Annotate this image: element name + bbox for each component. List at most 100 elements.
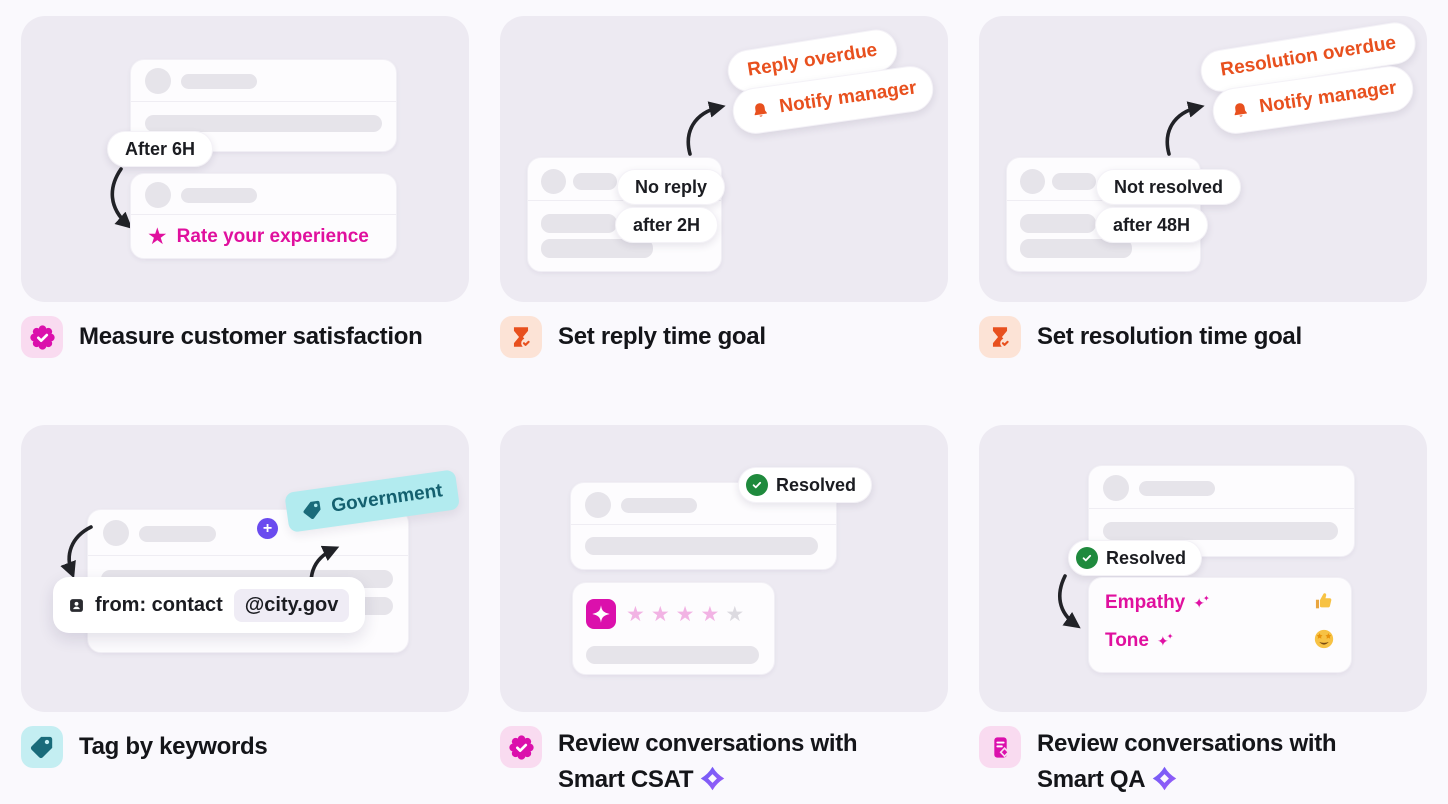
star-2: ★ (650, 603, 670, 626)
tag-chip: Government (284, 469, 461, 533)
plus-icon: + (262, 519, 273, 537)
csat-stars: ★★★★★ (626, 604, 744, 625)
bell-icon (1228, 98, 1252, 122)
hourglass-check-icon (500, 316, 542, 358)
feature-title: Review conversations with Smart QA (1037, 726, 1337, 798)
metric-label-empathy: Empathy (1105, 592, 1186, 613)
keyword-filter-pill: from: contact @city.gov (53, 577, 366, 633)
thumbs-up-emoji (1313, 590, 1335, 612)
feature-title-line2: Smart CSAT (558, 766, 694, 793)
feature-title: Set reply time goal (558, 323, 766, 350)
text-placeholder (1020, 239, 1132, 258)
avatar (145, 182, 171, 208)
delay-badge-label: After 6H (125, 138, 196, 159)
divider (131, 214, 396, 215)
text-placeholder (1020, 214, 1096, 233)
avatar (145, 68, 171, 94)
feature-tile-tag-keywords[interactable]: + Government fr (21, 425, 469, 804)
delay-badge-label: after 48H (1113, 214, 1191, 235)
tag-icon (300, 498, 324, 522)
illustration-smart-csat: Resolved ★★★★★ (500, 425, 948, 712)
status-badge-label: Not resolved (1114, 176, 1224, 197)
badge-check-icon (21, 316, 63, 358)
avatar (103, 520, 129, 546)
csat-rating-card: ★★★★★ (572, 582, 775, 675)
sparkle-icon: ✦✦ (1156, 631, 1174, 649)
badge-check-icon (500, 726, 542, 768)
status-badge: Not resolved (1096, 169, 1242, 205)
text-placeholder (541, 239, 653, 258)
feature-title-line1: Review conversations with (558, 730, 858, 757)
feature-tile-smart-csat[interactable]: Resolved ★★★★★ (500, 425, 948, 804)
resolved-badge: Resolved (1068, 540, 1203, 576)
delay-badge: After 6H (107, 131, 214, 167)
resolved-label: Resolved (1106, 547, 1187, 568)
avatar (1020, 169, 1045, 194)
contact-card-icon (69, 598, 84, 613)
arrow-up-icon (1165, 101, 1205, 156)
text-placeholder (181, 74, 257, 89)
arrow-up-icon (686, 101, 726, 156)
filter-value-chip: @city.gov (233, 588, 350, 622)
chat-mock-card: ★ Rate your experience (130, 173, 397, 259)
filter-prefix-label: from: contact (95, 593, 223, 616)
star-1: ★ (626, 603, 645, 626)
metric-label-tone: Tone (1105, 630, 1149, 651)
illustration-csat-survey: After 6H ★ Rate your experience (21, 16, 469, 302)
arrow-down-icon (110, 167, 133, 229)
star-icon: ★ (147, 223, 168, 249)
avatar (1103, 475, 1129, 501)
feature-title: Review conversations with Smart CSAT (558, 726, 858, 798)
sparkle-icon: ✦✦ (1193, 593, 1210, 611)
feature-tile-resolution-time[interactable]: Not resolved after 48H Resolution overdu… (979, 16, 1427, 380)
check-circle-icon (746, 474, 768, 496)
check-circle-icon (1076, 547, 1098, 569)
feature-tile-reply-time[interactable]: No reply after 2H Reply overdue Notify m… (500, 16, 948, 380)
notify-label: Notify manager (778, 77, 918, 118)
text-placeholder (1139, 481, 1215, 496)
status-badge-label: No reply (635, 176, 708, 197)
illustration-reply-time: No reply after 2H Reply overdue Notify m… (500, 16, 948, 302)
feature-tile-smart-qa[interactable]: Resolved Empathy ✦✦ Tone ✦✦ (979, 425, 1427, 804)
text-placeholder (585, 537, 818, 555)
feature-title: Tag by keywords (79, 733, 268, 760)
text-placeholder (1103, 522, 1338, 540)
ai-diamond-icon (1153, 766, 1177, 791)
feature-title-line1: Review conversations with (1037, 730, 1337, 757)
status-badge: No reply (617, 169, 726, 205)
notify-pill: Notify manager (729, 63, 937, 137)
star-5: ★ (725, 603, 745, 626)
divider (571, 524, 836, 525)
notify-pill: Notify manager (1209, 63, 1417, 137)
avatar (541, 169, 566, 194)
rate-experience-label: Rate your experience (176, 225, 369, 247)
text-placeholder (621, 498, 697, 513)
bell-icon (748, 98, 772, 122)
text-placeholder (145, 115, 382, 132)
illustration-resolution-time: Not resolved after 48H Resolution overdu… (979, 16, 1427, 302)
text-placeholder (541, 214, 617, 233)
star-struck-emoji (1313, 628, 1335, 650)
resolved-label: Resolved (776, 474, 857, 495)
notify-label: Notify manager (1258, 77, 1398, 118)
arrow-down-icon (60, 525, 93, 579)
ai-diamond-icon (701, 766, 725, 791)
text-placeholder (573, 173, 617, 190)
doc-sparkle-icon (979, 726, 1021, 768)
sparkle-icon (586, 599, 616, 629)
divider (88, 555, 408, 556)
star-4: ★ (700, 603, 720, 626)
illustration-smart-qa: Resolved Empathy ✦✦ Tone ✦✦ (979, 425, 1427, 712)
avatar (585, 492, 611, 518)
text-placeholder (1052, 173, 1096, 190)
star-3: ★ (675, 603, 695, 626)
feature-title: Set resolution time goal (1037, 323, 1302, 350)
tag-icon (21, 726, 63, 768)
text-placeholder (181, 188, 257, 203)
divider (1089, 508, 1354, 509)
feature-tile-csat-survey[interactable]: After 6H ★ Rate your experience (21, 16, 469, 380)
feature-title: Measure customer satisfaction (79, 323, 423, 350)
text-placeholder (586, 646, 759, 664)
delay-badge-label: after 2H (633, 214, 701, 235)
add-tag-button[interactable]: + (257, 518, 278, 539)
